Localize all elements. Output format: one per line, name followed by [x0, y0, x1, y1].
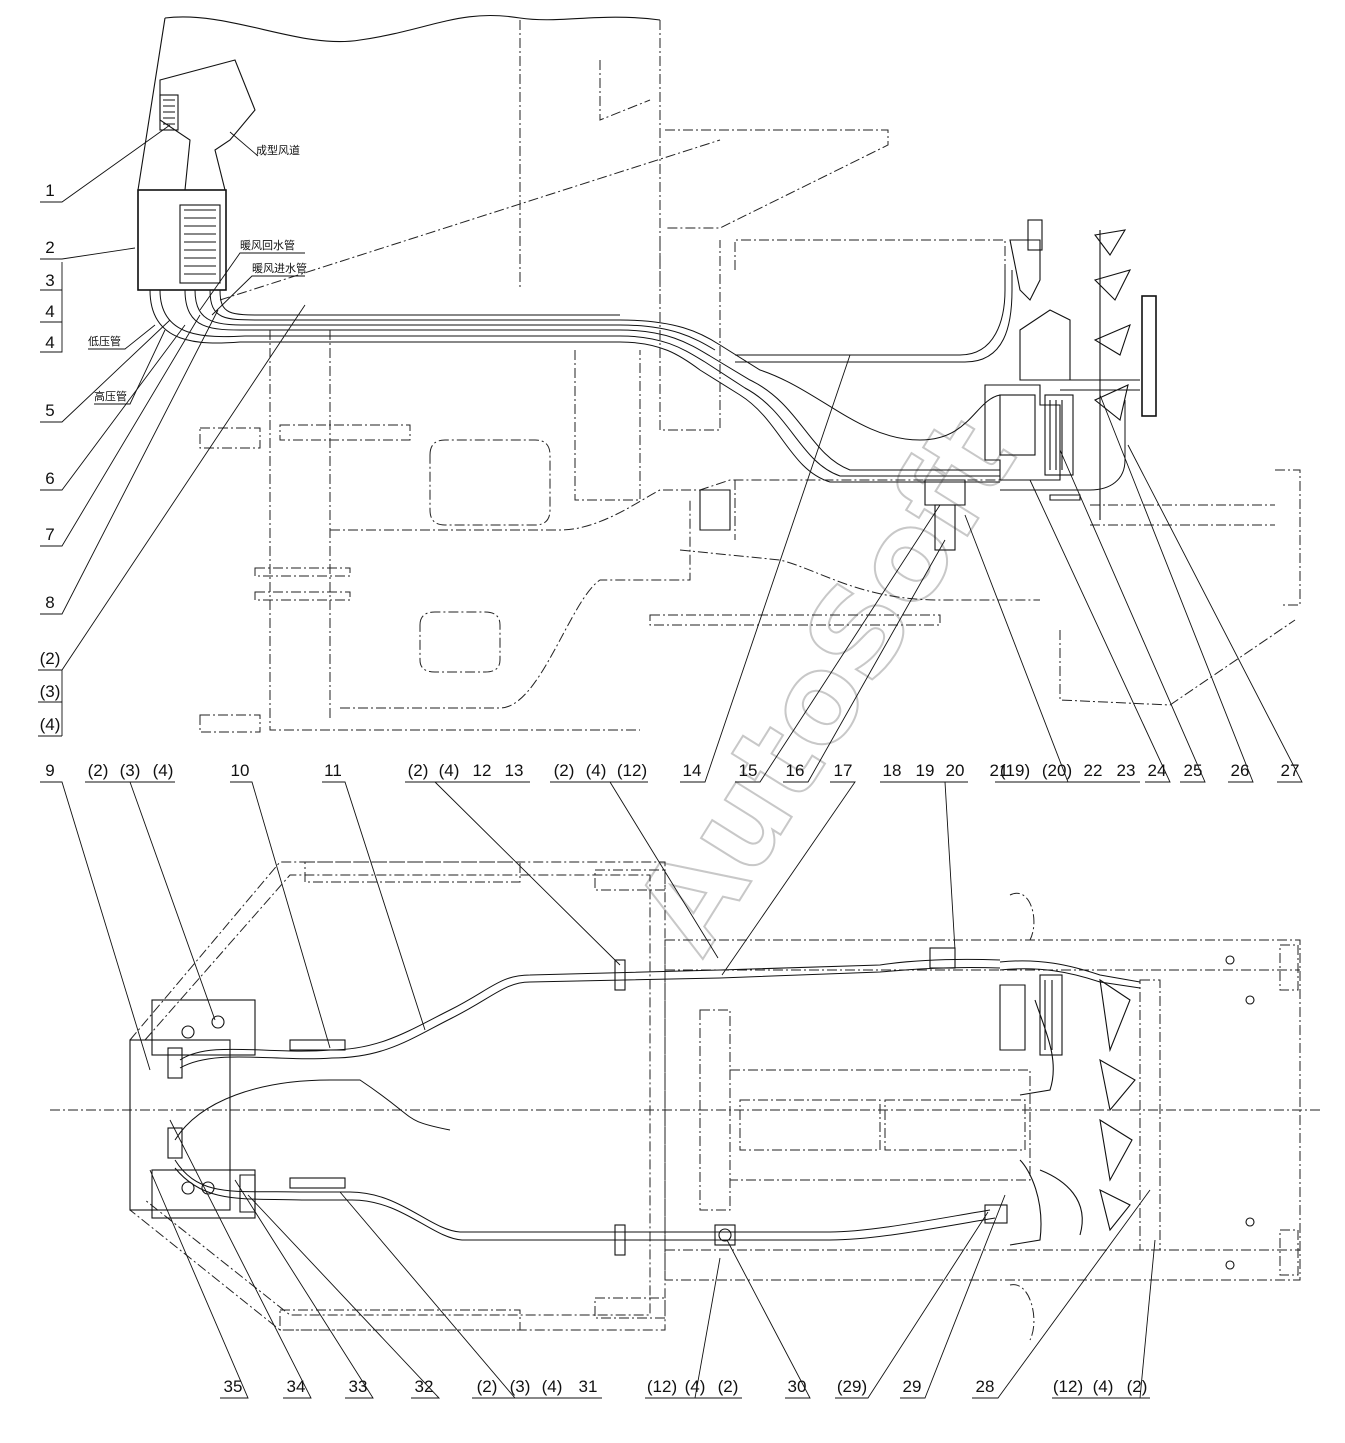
callout-12: 12 [473, 761, 492, 780]
callout-32: 32 [415, 1377, 434, 1396]
callout-(4): (4) [40, 715, 61, 734]
callout-c-(4): (4) [1093, 1377, 1114, 1396]
callout-7: 7 [45, 525, 54, 544]
callout-(3): (3) [40, 682, 61, 701]
callout-1: 1 [45, 181, 54, 200]
callout-17: 17 [834, 761, 853, 780]
ac-grille [179, 204, 221, 284]
callout-27: 27 [1281, 761, 1300, 780]
molded-duct [159, 59, 256, 191]
callout-10: 10 [231, 761, 250, 780]
fan [1093, 229, 1132, 421]
callout-(4)-b: (4) [586, 761, 607, 780]
ac-unit [137, 189, 227, 291]
callout-16: 16 [786, 761, 805, 780]
callout-24: 24 [1148, 761, 1167, 780]
callout-c-(2): (2) [1127, 1377, 1148, 1396]
callout-33: 33 [349, 1377, 368, 1396]
callout-15: 15 [739, 761, 758, 780]
callout-21: 21 [990, 761, 1009, 780]
callout-29: 29 [903, 1377, 922, 1396]
callout-(29): (29) [837, 1377, 867, 1396]
callout-9-(3): (3) [120, 761, 141, 780]
callout-28: 28 [976, 1377, 995, 1396]
side-view [137, 14, 1301, 733]
callout-3: 3 [45, 271, 54, 290]
plan-top-callouts: 9 (2) (3) (4) 10 11 (2) (4) 12 13 (2) (4… [40, 761, 1009, 1071]
engine [984, 384, 1061, 481]
callout-b-(4): (4) [685, 1377, 706, 1396]
mid-callouts: 14 15 16 (19) (20) 22 23 24 25 26 27 [680, 354, 1303, 783]
callout-14: 14 [683, 761, 702, 780]
callout-31: 31 [579, 1377, 598, 1396]
callout-34: 34 [287, 1377, 306, 1396]
callout-(12): (12) [617, 761, 647, 780]
label-heater-return-pipe: 暖风回水管 [240, 238, 295, 252]
callout-22: 22 [1084, 761, 1103, 780]
ac-unit-plan [129, 1039, 231, 1211]
callout-(20): (20) [1042, 761, 1072, 780]
callout-31-(3): (3) [510, 1377, 531, 1396]
left-callouts: 1 2 3 4 4 5 6 7 8 (2) (3) (4) [38, 124, 306, 737]
callout-c-(12): (12) [1053, 1377, 1083, 1396]
plan-view [50, 861, 1320, 1341]
callout-5: 5 [45, 401, 54, 420]
callout-(2)-b: (2) [554, 761, 575, 780]
callout-9: 9 [45, 761, 54, 780]
callout-23: 23 [1117, 761, 1136, 780]
callout-b-(2): (2) [718, 1377, 739, 1396]
callout-20: 20 [946, 761, 965, 780]
bottom-callouts: 35 34 33 32 (2) (3) (4) 31 (12) (4) (2) … [149, 1119, 1156, 1399]
label-high-pressure-pipe: 高压管 [94, 389, 127, 403]
callout-(2): (2) [40, 649, 61, 668]
callout-11: 11 [324, 761, 342, 780]
callout-4: 4 [45, 302, 54, 321]
label-molded-duct: 成型风道 [256, 143, 300, 157]
callout-2: 2 [45, 238, 54, 257]
callout-(19): (19) [1000, 761, 1030, 780]
fan-plan [1099, 978, 1136, 1232]
callout-18: 18 [883, 761, 902, 780]
callout-12-(4): (4) [439, 761, 460, 780]
label-low-pressure-pipe: 低压管 [88, 334, 121, 348]
callout-13: 13 [505, 761, 524, 780]
callout-35: 35 [224, 1377, 243, 1396]
callout-8: 8 [45, 593, 54, 612]
callout-6: 6 [45, 469, 54, 488]
callout-31-(2): (2) [477, 1377, 498, 1396]
callout-4b: 4 [45, 333, 54, 352]
callout-9-(4): (4) [153, 761, 174, 780]
callout-12-(2): (2) [408, 761, 429, 780]
callout-19: 19 [916, 761, 935, 780]
callout-9-(2): (2) [88, 761, 109, 780]
condenser [1141, 295, 1157, 417]
callout-31-(4): (4) [542, 1377, 563, 1396]
callout-b-(12): (12) [647, 1377, 677, 1396]
label-heater-inlet-pipe: 暖风进水管 [252, 261, 307, 275]
callout-26: 26 [1231, 761, 1250, 780]
